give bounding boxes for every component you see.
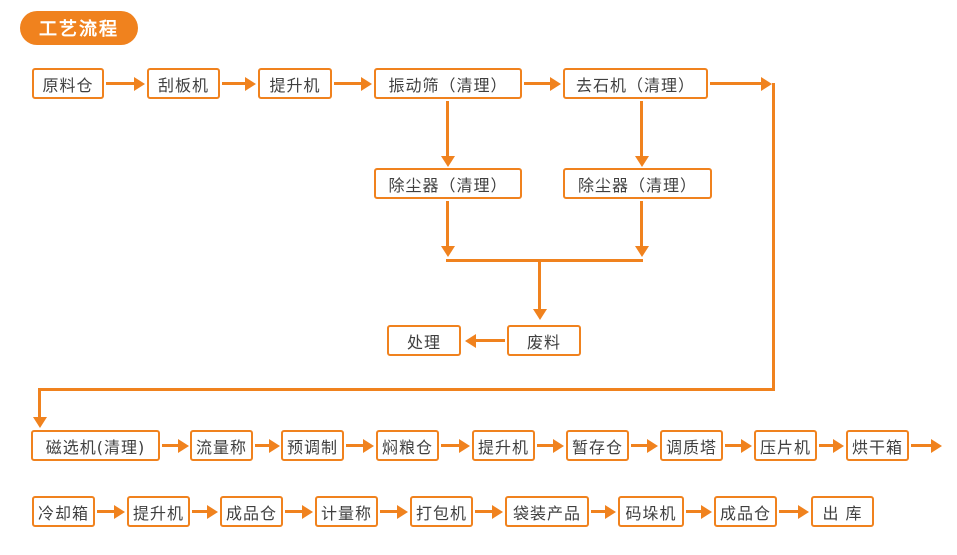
node-vibrating-screen: 振动筛（清理） (374, 68, 522, 99)
node-dust-collector-1: 除尘器（清理） (374, 168, 522, 199)
node-finished-silo-1: 成品仓 (220, 496, 283, 527)
arrow-magnetic-to-flowscale (162, 438, 189, 453)
node-cooling-box: 冷却箱 (32, 496, 95, 527)
arrow-dust1-down (440, 201, 455, 257)
arrow-soakbin-to-elevator2 (441, 438, 470, 453)
arrow-elevator-to-screen (334, 76, 372, 91)
node-magnetic-separator: 磁选机(清理) (31, 430, 160, 461)
arrow-flowscale-to-precond (255, 438, 280, 453)
arrow-flaker-to-dryer (819, 438, 844, 453)
arrow-elevator3-to-silo1 (192, 504, 218, 519)
node-bucket-elevator-3: 提升机 (127, 496, 190, 527)
node-drying-box: 烘干箱 (846, 430, 909, 461)
arrow-dryer-out (911, 438, 942, 453)
node-disposal: 处理 (387, 325, 461, 356)
node-waste: 废料 (507, 325, 581, 356)
arrow-destoner-to-dust2 (634, 101, 649, 167)
arrow-screen-to-destoner (524, 76, 561, 91)
arrow-silo2-to-outbound (779, 504, 809, 519)
arrow-tempbin-to-tower (631, 438, 658, 453)
node-bagged-product: 袋装产品 (505, 496, 589, 527)
arrow-scraper-to-elevator (222, 76, 256, 91)
node-conditioning-tower: 调质塔 (660, 430, 723, 461)
page-title-badge: 工艺流程 (20, 11, 138, 45)
arrow-elevator2-to-tempbin (537, 438, 564, 453)
arrow-precond-to-soakbin (346, 438, 374, 453)
node-grain-soaking-bin: 焖粮仓 (376, 430, 439, 461)
arrow-cooler-to-elevator3 (97, 504, 125, 519)
arrow-screen-to-dust1 (440, 101, 455, 167)
arrow-raw-to-scraper (106, 76, 145, 91)
node-finished-silo-2: 成品仓 (714, 496, 777, 527)
node-packing-machine: 打包机 (410, 496, 473, 527)
node-raw-material-silo: 原料仓 (32, 68, 104, 99)
arrow-into-magnetic-separator (32, 391, 47, 428)
node-palletizer: 码垛机 (618, 496, 684, 527)
node-temp-storage-bin: 暂存仓 (566, 430, 629, 461)
node-preconditioner: 预调制 (281, 430, 344, 461)
arrow-palletizer-to-silo2 (686, 504, 712, 519)
connector-right-vertical (772, 83, 775, 390)
arrow-tower-to-flaker (725, 438, 752, 453)
arrow-meterscale-to-packer (380, 504, 408, 519)
node-dust-collector-2: 除尘器（清理） (563, 168, 712, 199)
node-destoner: 去石机（清理） (563, 68, 708, 99)
arrow-waste-to-disposal (465, 333, 505, 348)
arrow-bagged-to-palletizer (591, 504, 616, 519)
connector-merge-horizontal (446, 259, 643, 262)
node-flaking-mill: 压片机 (754, 430, 817, 461)
arrow-merge-to-waste (532, 262, 547, 320)
node-scraper-conveyor: 刮板机 (147, 68, 220, 99)
node-outbound: 出 库 (811, 496, 874, 527)
arrow-dust2-down (634, 201, 649, 257)
node-bucket-elevator-1: 提升机 (258, 68, 332, 99)
connector-wrap-horizontal (38, 388, 775, 391)
node-flow-scale: 流量称 (190, 430, 253, 461)
node-bucket-elevator-2: 提升机 (472, 430, 535, 461)
arrow-silo1-to-meterscale (285, 504, 313, 519)
arrow-packer-to-bagged (475, 504, 503, 519)
node-metering-scale: 计量称 (315, 496, 378, 527)
arrow-destoner-to-corner (710, 76, 772, 91)
